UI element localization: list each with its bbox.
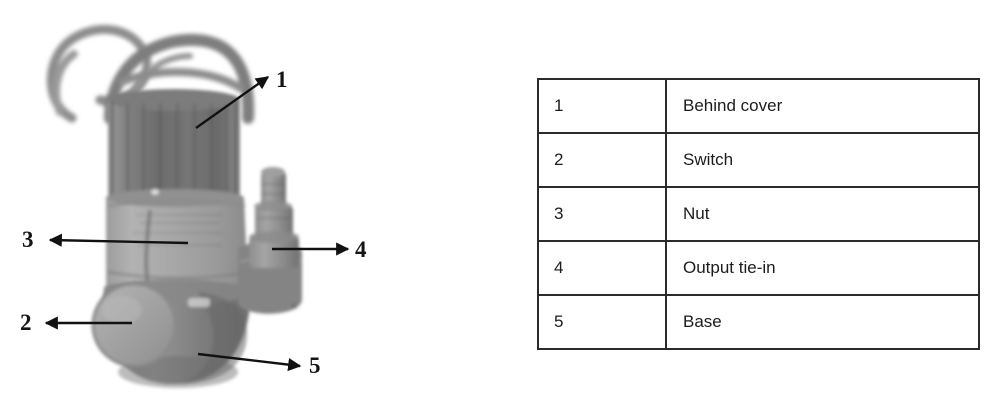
table-row: 5 Base — [537, 294, 980, 350]
legend-index-5: 5 — [537, 294, 667, 350]
table-row: 1 Behind cover — [537, 78, 980, 134]
pump-figure-panel: 1 2 3 4 5 — [0, 0, 420, 408]
parts-legend-table: 1 Behind cover 2 Switch 3 Nut 4 Output t… — [537, 78, 980, 350]
callout-label-5: 5 — [309, 353, 321, 378]
callout-label-3: 3 — [22, 227, 34, 252]
callout-label-2: 2 — [20, 310, 32, 335]
pump-switch-disc — [91, 282, 177, 368]
table-row: 3 Nut — [537, 186, 980, 242]
legend-table-body: 1 Behind cover 2 Switch 3 Nut 4 Output t… — [537, 78, 980, 350]
callout-label-4: 4 — [355, 237, 367, 262]
legend-label-4: Output tie-in — [665, 240, 980, 296]
callout-label-1: 1 — [276, 67, 288, 92]
legend-label-5: Base — [665, 294, 980, 350]
legend-label-1: Behind cover — [665, 78, 980, 134]
table-row: 2 Switch — [537, 132, 980, 188]
pump-photograph — [0, 0, 420, 408]
legend-index-3: 3 — [537, 186, 667, 242]
legend-index-4: 4 — [537, 240, 667, 296]
legend-label-3: Nut — [665, 186, 980, 242]
legend-label-2: Switch — [665, 132, 980, 188]
pump-outlet-nozzle — [238, 167, 302, 314]
legend-index-2: 2 — [537, 132, 667, 188]
legend-index-1: 1 — [537, 78, 667, 134]
table-row: 4 Output tie-in — [537, 240, 980, 296]
